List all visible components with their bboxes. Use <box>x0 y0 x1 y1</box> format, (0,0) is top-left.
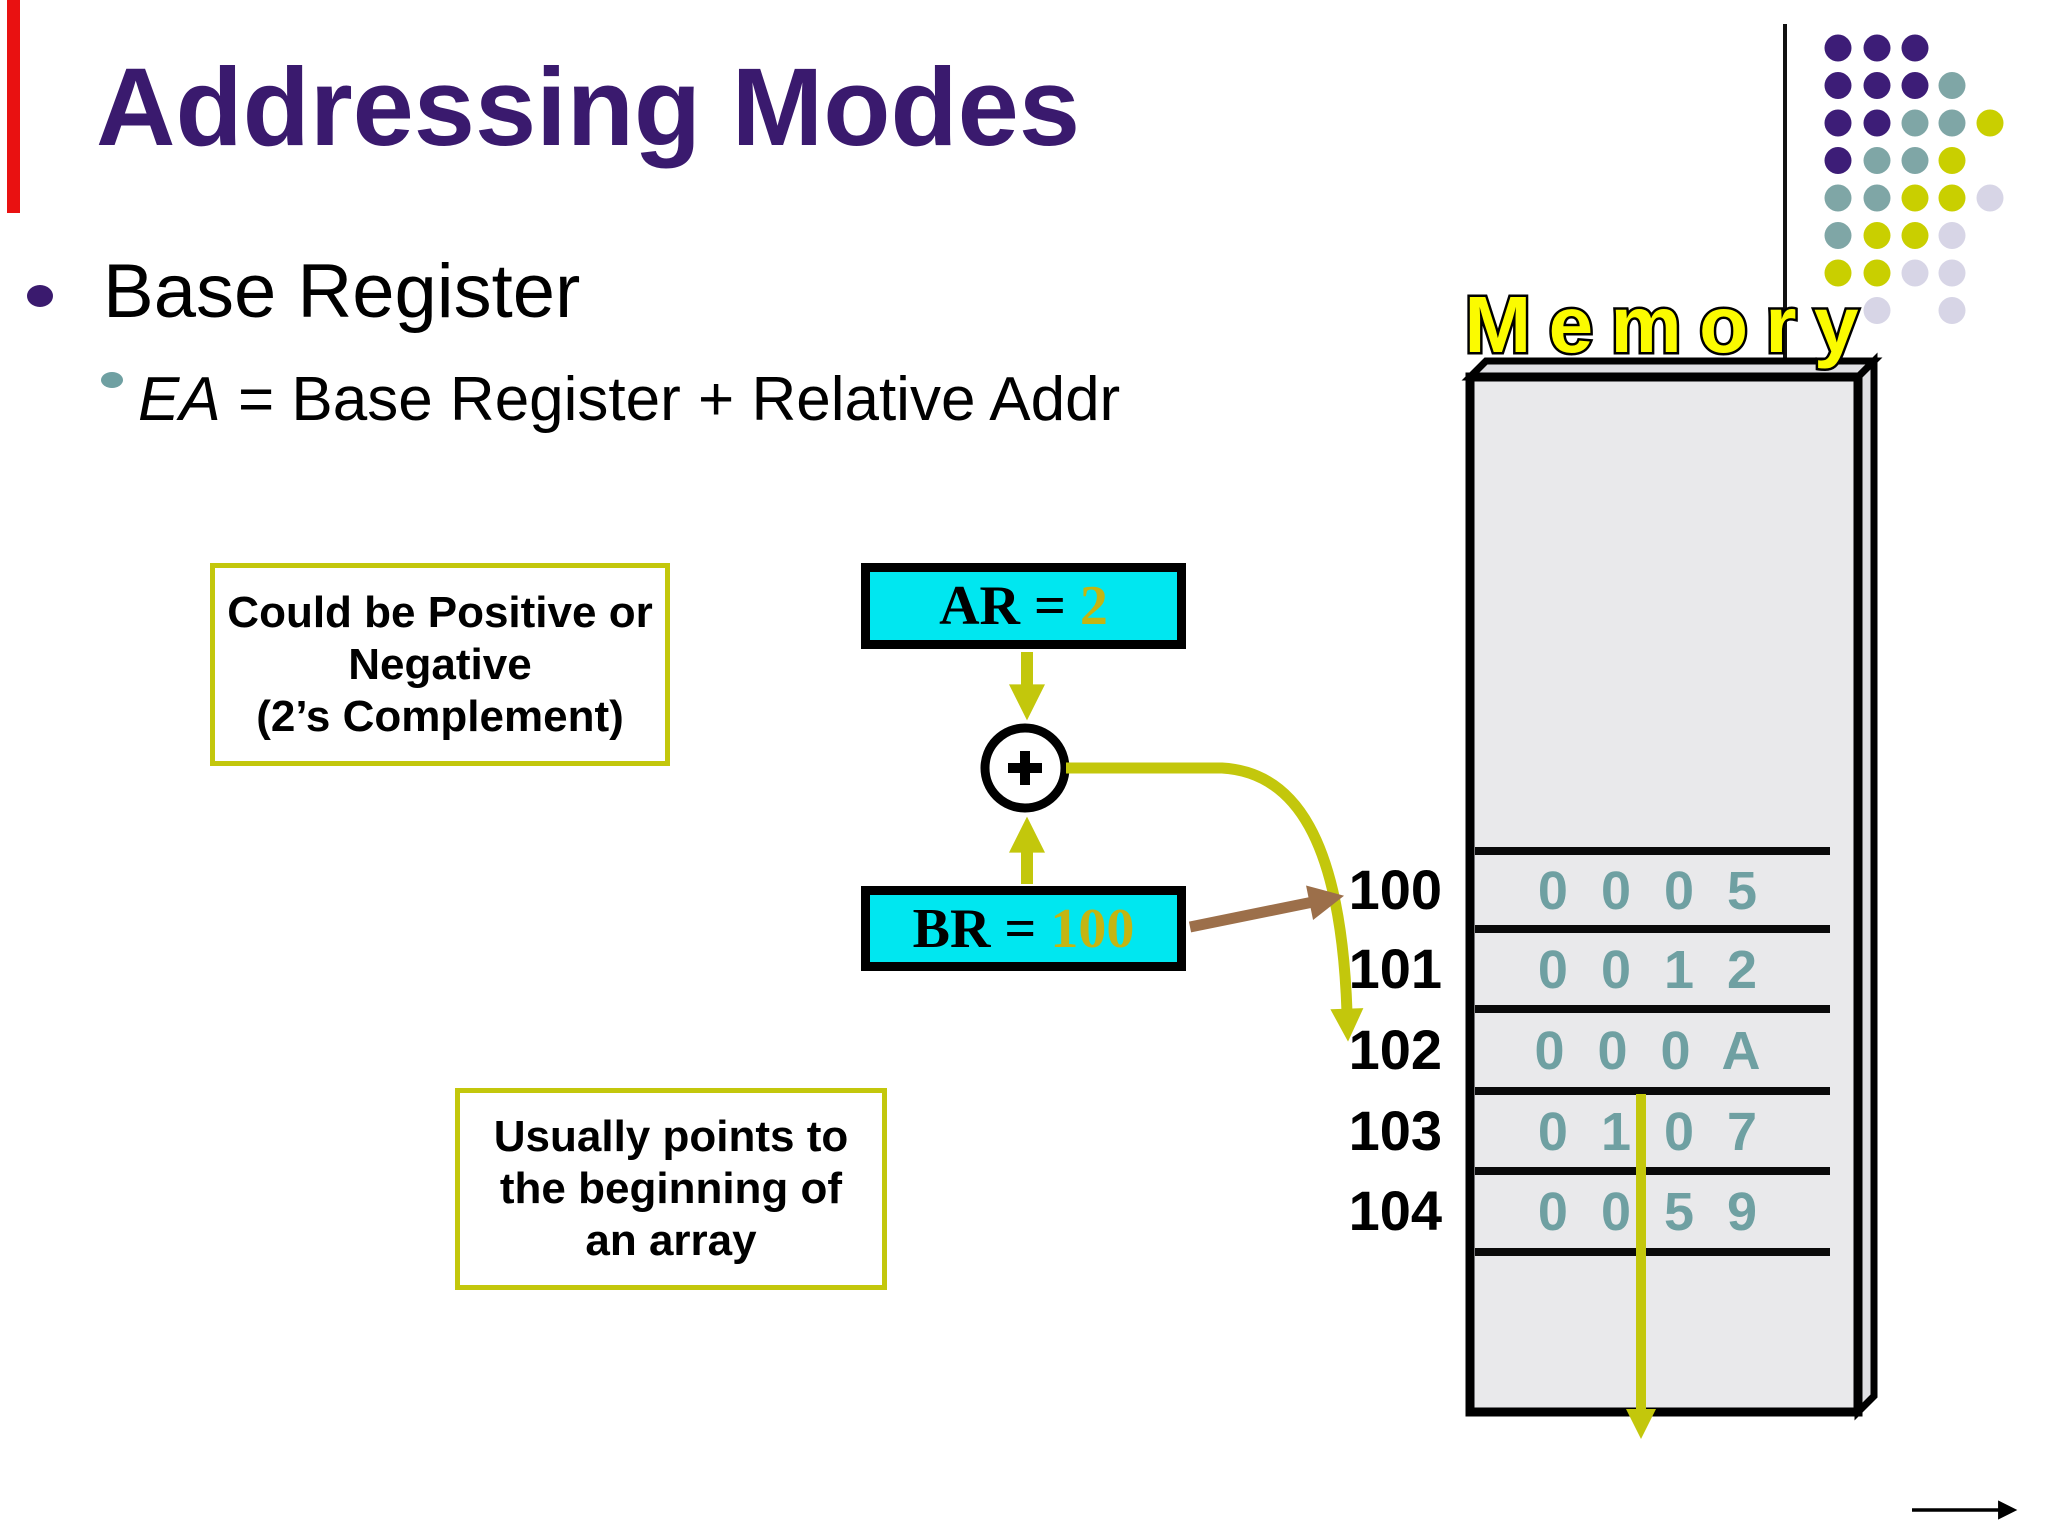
bullet-main: Base Register <box>103 249 581 334</box>
decor-dot <box>1863 109 1891 137</box>
decor-dot <box>1863 259 1891 287</box>
decor-dot <box>1863 72 1891 99</box>
memory-value: 0 1 0 7 <box>1538 1102 1766 1162</box>
memory-value: 0 0 0 5 <box>1538 861 1766 921</box>
decor-dot <box>1901 184 1929 212</box>
bullet-sub: EA = Base Register + Relative Addr <box>138 364 1120 435</box>
memory-value: 0 0 0 A <box>1534 1021 1769 1081</box>
note-sign-line: Negative <box>348 639 532 689</box>
decor-dot <box>1901 222 1929 249</box>
note-array-line: the beginning of <box>499 1164 843 1213</box>
decor-dot <box>1824 222 1852 249</box>
decor-dot <box>1824 184 1852 212</box>
decor-dot <box>1901 259 1929 287</box>
decor-dot <box>1901 72 1929 99</box>
decor-dot <box>1901 147 1929 174</box>
decor-dot <box>1938 109 1966 137</box>
bullet-sub-em: EA <box>138 365 221 434</box>
sub-bullet-icon <box>101 372 123 388</box>
ar-value: 2 <box>1079 575 1108 637</box>
decor-dot <box>1901 109 1929 137</box>
decor-dot <box>1824 109 1852 137</box>
bullet-icon <box>27 285 53 307</box>
dots-pattern <box>1824 34 2004 324</box>
decor-dot <box>1938 147 1966 174</box>
ar-register-box: AR = 2 <box>861 563 1186 649</box>
decor-dot <box>1863 222 1891 249</box>
decor-dot <box>1824 259 1852 287</box>
note-sign-box: Could be Positive or Negative (2’s Compl… <box>210 563 670 766</box>
memory-title: Memory <box>1465 280 1860 369</box>
br-to-base-address-arrow <box>1188 885 1345 933</box>
decor-dot <box>1901 34 1929 62</box>
decor-dot <box>1824 147 1852 174</box>
page-title: Addressing Modes <box>96 44 1080 171</box>
decor-dot <box>1938 184 1966 212</box>
memory-address: 100 <box>1349 858 1442 921</box>
decor-dot <box>1863 297 1891 324</box>
ar-label: AR = <box>939 575 1080 637</box>
decor-dot <box>1938 259 1966 287</box>
note-array-line: an array <box>585 1216 757 1265</box>
decor-dot <box>1938 222 1966 249</box>
br-value: 100 <box>1050 897 1135 960</box>
red-edge-bar <box>7 0 20 213</box>
decor-dot <box>1863 147 1891 174</box>
decor-dot <box>1938 297 1966 324</box>
memory-address: 103 <box>1349 1099 1442 1162</box>
bullet-sub-rest: = Base Register + Relative Addr <box>220 365 1121 434</box>
memory-address: 104 <box>1349 1179 1442 1242</box>
decor-dot <box>1863 34 1891 62</box>
memory-value: 0 0 1 2 <box>1538 940 1766 1000</box>
note-array-box: Usually points to the beginning of an ar… <box>455 1088 887 1290</box>
decor-dot <box>1976 184 2004 212</box>
memory-box <box>1465 372 1863 1417</box>
memory-box-right-edge <box>1854 352 1878 1421</box>
decor-dot <box>1824 34 1852 62</box>
page-title-text: Addressing Modes <box>96 46 1081 169</box>
br-label: BR = <box>912 897 1051 960</box>
decor-dot <box>1976 109 2004 137</box>
br-register-box: BR = 100 <box>861 886 1186 971</box>
note-sign-line: (2’s Complement) <box>256 691 624 741</box>
memory-address: 101 <box>1349 937 1442 1000</box>
note-sign-line: Could be Positive or <box>227 587 653 637</box>
plus-circle-icon <box>980 723 1070 813</box>
decor-dot <box>1938 72 1966 99</box>
memory-address: 102 <box>1349 1018 1442 1081</box>
decor-dot <box>1863 184 1891 212</box>
note-array-line: Usually points to <box>493 1112 849 1161</box>
memory-box-top-edge <box>1461 357 1883 381</box>
decor-dot <box>1824 72 1852 99</box>
memory-value: 0 0 5 9 <box>1538 1182 1766 1242</box>
